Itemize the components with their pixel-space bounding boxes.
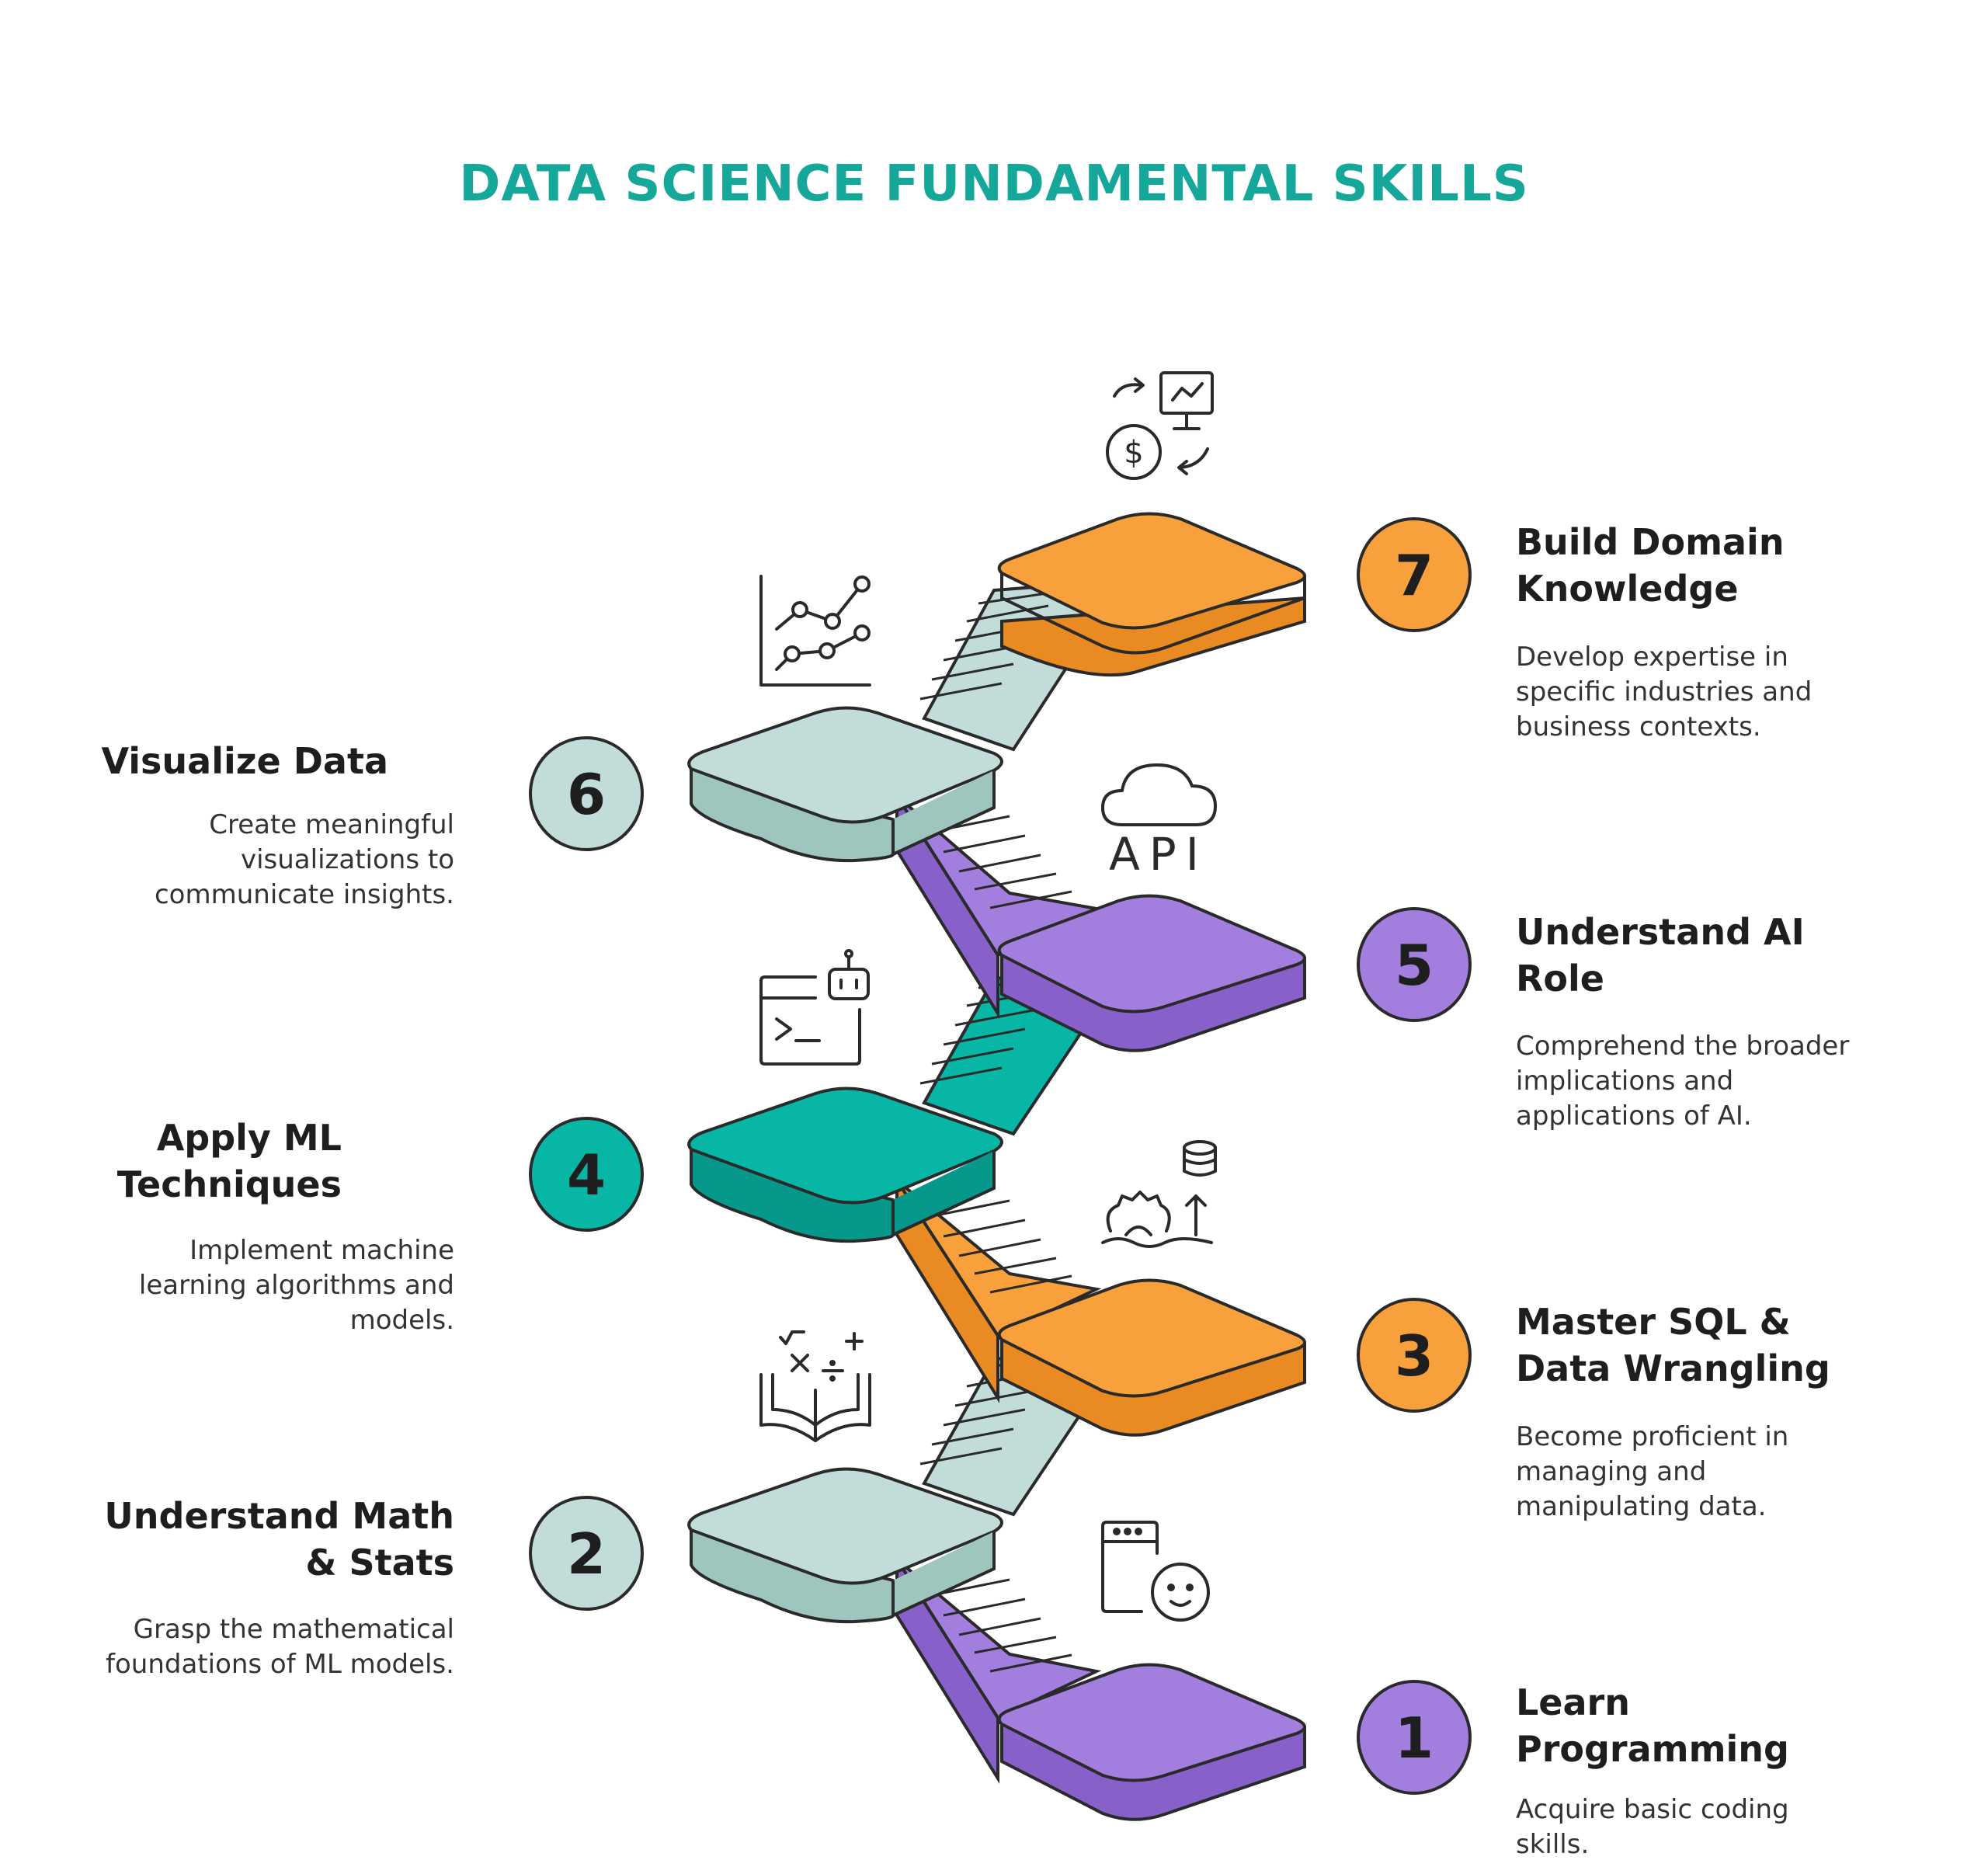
badge-7: 7 — [1357, 517, 1472, 632]
step-6-description: Create meaningful visualizations to comm… — [154, 809, 454, 910]
api-label: API — [1109, 828, 1208, 881]
landing-4 — [687, 1087, 1003, 1243]
coder-browser-icon — [1101, 1521, 1210, 1622]
landing-7 — [997, 512, 1306, 677]
badge-number-6: 6 — [567, 762, 606, 827]
badge-3: 3 — [1357, 1298, 1472, 1413]
database-gear-icon — [1101, 1140, 1217, 1248]
line-chart-icon — [759, 575, 871, 687]
badge-number-5: 5 — [1395, 933, 1434, 998]
landing-1 — [997, 1663, 1306, 1821]
badge-number-4: 4 — [567, 1142, 606, 1208]
badge-number-3: 3 — [1395, 1323, 1434, 1389]
step-4-description: Implement machine learning algorithms an… — [138, 1235, 454, 1336]
step-6-title: Visualize Data — [101, 740, 388, 782]
step-7-title: Build Domain Knowledge — [1516, 521, 1785, 610]
badge-number-7: 7 — [1395, 543, 1434, 608]
step-3-title: Master SQL & Data Wrangling — [1516, 1301, 1830, 1389]
page-title: DATA SCIENCE FUNDAMENTAL SKILLS — [459, 155, 1529, 213]
math-book-icon — [759, 1330, 871, 1442]
landing-3 — [997, 1278, 1306, 1437]
badge-number-1: 1 — [1395, 1705, 1434, 1771]
step-5-title: Understand AI Role — [1516, 911, 1805, 1000]
svg-text:$: $ — [1124, 435, 1143, 471]
step-1-title: Learn Programming — [1516, 1681, 1789, 1770]
step-3-description: Become proficient in managing and manipu… — [1516, 1421, 1789, 1522]
landing-5 — [997, 894, 1306, 1052]
step-1-description: Acquire basic coding skills. — [1516, 1794, 1789, 1860]
step-2-title: Understand Math & Stats — [104, 1495, 454, 1584]
terminal-robot-icon — [759, 949, 870, 1066]
badge-6: 6 — [529, 736, 644, 851]
step-5-description: Comprehend the broader implications and … — [1516, 1031, 1850, 1132]
step-4-title: Apply ML Techniques — [116, 1117, 342, 1205]
badge-4: 4 — [529, 1117, 644, 1232]
badge-2: 2 — [529, 1496, 644, 1611]
badge-1: 1 — [1357, 1680, 1472, 1795]
step-2-description: Grasp the mathematical foundations of ML… — [106, 1614, 454, 1680]
landing-2 — [687, 1467, 1003, 1624]
badge-number-2: 2 — [567, 1521, 606, 1587]
cloud-api-icon: API — [1101, 763, 1217, 881]
step-7-description: Develop expertise in specific industries… — [1516, 641, 1812, 742]
badge-5: 5 — [1357, 907, 1472, 1022]
landing-6 — [687, 706, 1003, 863]
business-cycle-icon: $ — [1106, 371, 1214, 480]
